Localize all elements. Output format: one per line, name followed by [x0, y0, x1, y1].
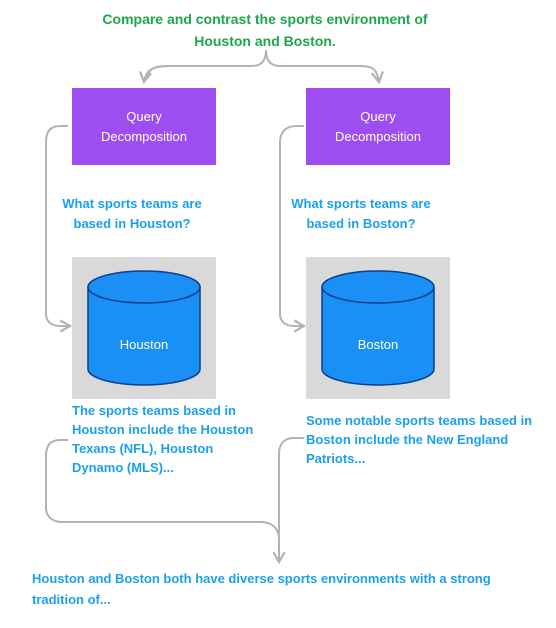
database-panel-houston: Houston: [72, 257, 216, 399]
database-label-boston: Boston: [357, 337, 399, 352]
boston-retrieval-connector: [279, 125, 307, 333]
answer-houston: The sports teams based in Houston includ…: [72, 403, 254, 475]
answer-boston: Some notable sports teams based in Bosto…: [306, 413, 533, 466]
main-question: Compare and contrast the sports environm…: [102, 11, 428, 49]
boston-merge-connector: [272, 437, 304, 565]
query-decomposition-box-houston: Query Decomposition: [72, 88, 216, 165]
database-icon-boston: [321, 270, 435, 386]
final-answer: Houston and Boston both have diverse spo…: [32, 571, 491, 607]
database-panel-boston: Boston: [306, 257, 450, 399]
question-split-connector-left-arrow: [139, 65, 171, 85]
sub-question-boston: What sports teams are based in Boston?: [291, 196, 431, 231]
query-decomposition-label: Query Decomposition: [335, 108, 421, 144]
houston-merge-connector: [45, 439, 280, 541]
houston-retrieval-connector: [45, 125, 73, 333]
sub-question-houston: What sports teams are based in Houston?: [62, 196, 202, 231]
database-label-houston: Houston: [119, 337, 169, 352]
database-icon-houston: [87, 270, 201, 386]
question-split-connector: [143, 49, 384, 85]
query-decomposition-box-boston: Query Decomposition: [306, 88, 450, 165]
query-decomposition-label: Query Decomposition: [101, 108, 187, 144]
